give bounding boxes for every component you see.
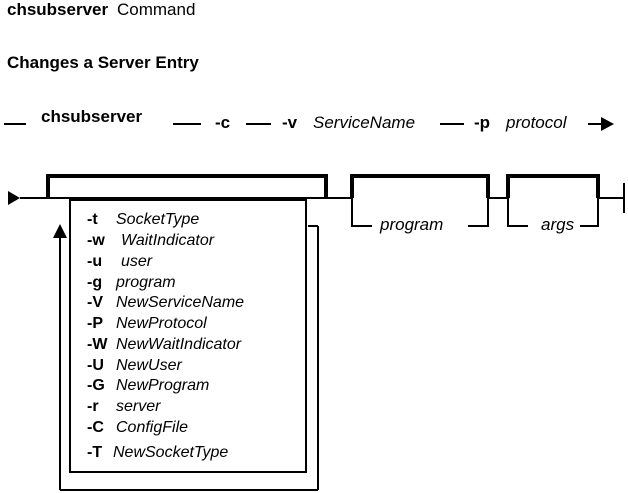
repeat-arrow-icon <box>53 224 67 238</box>
command-name: chsubserver <box>7 0 109 19</box>
syntax-command: chsubserver <box>41 107 143 126</box>
option-flag: -V <box>87 294 103 311</box>
option-param: NewProgram <box>116 377 210 394</box>
option-flag: -g <box>87 274 103 291</box>
option-param: NewServiceName <box>116 294 245 311</box>
option-param: SocketType <box>116 211 200 228</box>
command-suffix: Command <box>117 0 196 19</box>
option-param: NewUser <box>116 357 182 374</box>
flag-c: -c <box>215 113 231 132</box>
protocol-param: protocol <box>506 113 567 132</box>
option-param: NewProtocol <box>116 315 207 332</box>
continue-arrow-icon <box>601 117 614 131</box>
option-param: WaitIndicator <box>121 232 215 249</box>
service-name-param: ServiceName <box>313 113 416 132</box>
option-flag: -t <box>87 211 98 228</box>
args-param: args <box>541 215 575 234</box>
option-param: ConfigFile <box>116 419 189 436</box>
option-flag: -u <box>87 253 103 270</box>
program-optional-box <box>350 174 490 227</box>
start-arrow-icon <box>8 191 20 205</box>
option-flag: -P <box>87 315 103 332</box>
option-flag: -w <box>87 232 105 249</box>
option-param: user <box>121 253 153 270</box>
option-flag: -G <box>87 377 105 394</box>
option-param: NewWaitIndicator <box>116 336 242 353</box>
option-param: server <box>116 398 161 415</box>
option-flag: -W <box>87 336 108 353</box>
program-param: program <box>380 215 444 234</box>
option-block <box>46 174 328 491</box>
option-flag: -r <box>87 398 99 415</box>
purpose-heading: Changes a Server Entry <box>7 53 199 72</box>
option-flag: -C <box>87 419 104 436</box>
option-flag: -U <box>87 357 104 374</box>
option-param: NewSocketType <box>113 444 229 461</box>
args-optional-box <box>506 174 600 227</box>
option-param: program <box>116 274 176 291</box>
flag-v: -v <box>282 113 298 132</box>
flag-p: -p <box>474 113 491 132</box>
option-flag: -T <box>87 444 103 461</box>
